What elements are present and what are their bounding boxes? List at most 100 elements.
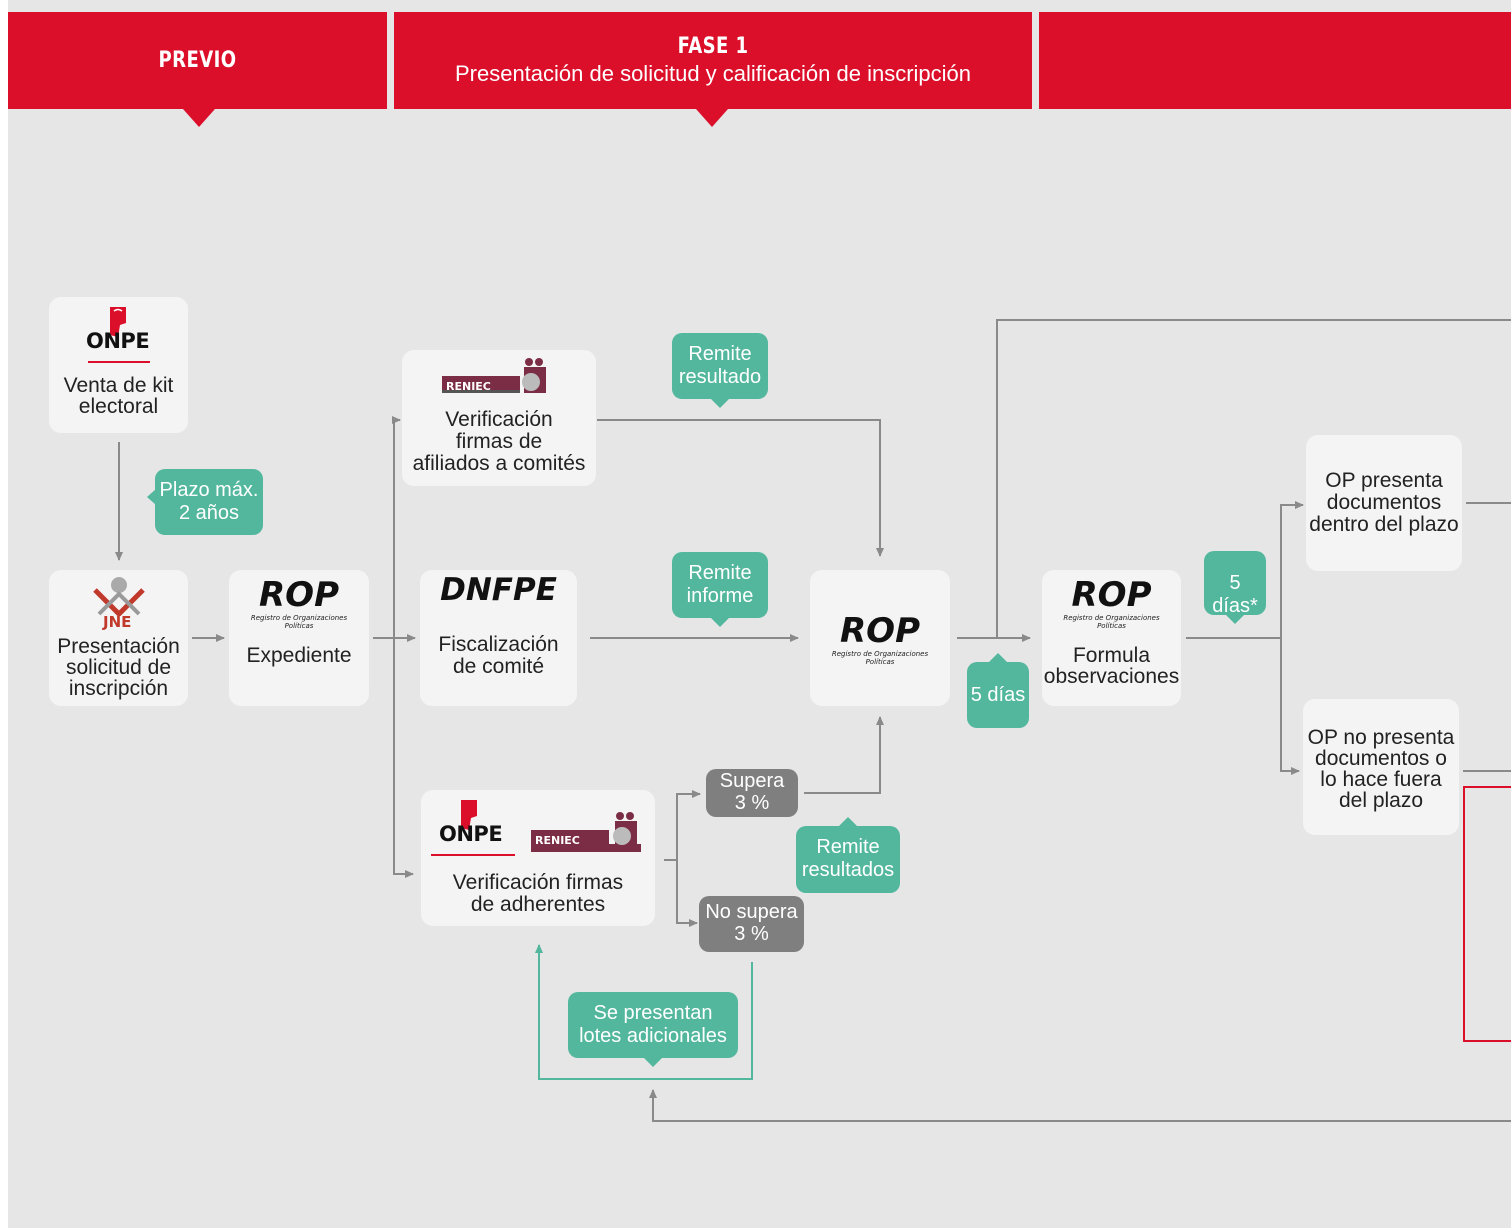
arrow-to-op-no-presenta — [1280, 638, 1300, 775]
node-presentacion-label-2: solicitud de — [65, 656, 172, 679]
bubble-remite-resultado: Remite resultado — [672, 333, 768, 399]
node-expediente: ROP Registro de Organizaciones Políticas… — [229, 570, 369, 706]
rop-logo-sub-1: Registro de Organizaciones — [831, 650, 929, 658]
bubble-no-supera: No supera 3 % — [699, 896, 804, 952]
node-fiscalizacion-label-1: Fiscalización — [438, 633, 559, 656]
bubble-5-dias-text: 5 días — [970, 684, 1026, 706]
node-op-no-presenta-label-4: del plazo — [1338, 789, 1424, 812]
node-verif-adherentes-label-2: de adherentes — [470, 893, 606, 916]
arrow-to-no-supera — [676, 860, 698, 927]
line-rop-top-loop — [996, 319, 1511, 638]
node-op-presenta-label-1: OP presenta — [1325, 469, 1443, 492]
red-outline-box — [1463, 786, 1511, 1042]
rop-logo: ROP Registro de Organizaciones Políticas — [810, 612, 950, 666]
rop-logo-sub-2: Políticas — [865, 658, 895, 666]
bubble-plazo-line-1: Plazo máx. — [159, 479, 259, 501]
header-previo: PREVIO — [8, 12, 387, 109]
bubble-lotes-adicionales: Se presentan lotes adicionales — [568, 992, 738, 1058]
rop-logo-sub-1: Registro de Organizaciones — [1063, 614, 1160, 622]
arrow-bottom-loop — [649, 1089, 1511, 1122]
node-op-no-presenta-label-1: OP no presenta — [1307, 726, 1455, 749]
bubble-remite-resultados-tail — [839, 817, 857, 826]
onpe-hand-icon — [88, 307, 150, 363]
bubble-plazo-tail — [147, 489, 156, 505]
bubble-lotes-line-1: Se presentan — [593, 1002, 713, 1024]
node-op-no-presenta: OP no presenta documentos o lo hace fuer… — [1303, 699, 1459, 835]
node-formula-label-2: observaciones — [1043, 665, 1180, 688]
bubble-remite-informe: Remite informe — [672, 552, 768, 618]
node-verif-afiliados-label-3: afiliados a comités — [412, 452, 586, 475]
onpe-logo-text: ONPE — [86, 329, 150, 353]
bubble-5-dias-asterisco: 5 días* — [1204, 551, 1266, 617]
node-verif-adherentes-label-1: Verificación firmas — [452, 871, 624, 894]
bubble-no-supera-line-2: 3 % — [734, 923, 769, 945]
reniec-logo-text: RENIEC — [535, 834, 580, 847]
bubble-supera-line-1: Supera — [719, 770, 785, 792]
node-presentacion-label-3: inscripción — [68, 677, 169, 700]
node-op-no-presenta-label-2: documentos o — [1315, 747, 1447, 770]
reniec-emblem-icon — [531, 812, 641, 852]
header-fase1-title: FASE 1 — [677, 34, 749, 59]
rop-logo-sub-1: Registro de Organizaciones — [250, 614, 348, 622]
node-presentacion-label-1: Presentación — [57, 635, 180, 658]
node-venta-kit-label-2: electoral — [78, 395, 159, 418]
header-fase1-pointer — [696, 109, 728, 127]
bubble-supera-line-2: 3 % — [734, 792, 770, 814]
reniec-logo: RENIEC — [442, 356, 554, 396]
node-formula-observaciones: ROP Registro de Organizaciones Políticas… — [1042, 570, 1181, 706]
bubble-plazo-line-2: 2 años — [178, 502, 240, 524]
bubble-remite-resultados: Remite resultados — [796, 826, 900, 893]
rop-logo-sub-2: Políticas — [284, 622, 314, 630]
rop-logo-sub-2: Políticas — [1097, 622, 1126, 630]
node-verif-afiliados: RENIEC Verificación firmas de afiliados … — [402, 350, 596, 486]
node-verif-adherentes: ONPE RENIEC Verificación firmas de adher… — [421, 790, 655, 926]
header-fase1-subtitle: Presentación de solicitud y calificación… — [454, 61, 972, 86]
rop-logo-text: ROP — [1071, 575, 1152, 615]
node-op-no-presenta-label-3: lo hace fuera — [1320, 768, 1442, 791]
reniec-emblem-icon — [442, 358, 546, 393]
bubble-no-supera-line-1: No supera — [705, 901, 798, 923]
bubble-remite-resultados-line-2: resultados — [801, 859, 895, 881]
reniec-logo: RENIEC — [531, 810, 643, 854]
bubble-5-dias-asterisco-text: 5 días* — [1212, 572, 1258, 617]
node-fiscalizacion: DNFPE Fiscalización de comité — [420, 570, 577, 706]
bubble-lotes-line-2: lotes adicionales — [579, 1025, 727, 1047]
reniec-logo-text: RENIEC — [446, 380, 491, 393]
arrow-to-supera — [676, 790, 701, 860]
arrow-to-op-presenta — [1280, 501, 1304, 638]
header-previo-pointer — [183, 109, 215, 127]
node-formula-label-1: Formula — [1072, 644, 1151, 667]
bubble-remite-resultado-tail — [711, 399, 729, 408]
bubble-plazo-max: Plazo máx. 2 años — [155, 469, 263, 535]
dnfpe-logo-text: DNFPE — [440, 572, 557, 608]
node-verif-afiliados-label-2: firmas de — [455, 430, 543, 453]
onpe-logo: ONPE — [427, 798, 519, 860]
node-rop-central: ROP Registro de Organizaciones Políticas — [810, 570, 950, 706]
bubble-remite-informe-line-1: Remite — [688, 562, 752, 584]
arrow-afiliados-to-rop — [597, 419, 884, 557]
header-previo-title: PREVIO — [158, 48, 237, 73]
bubble-5-dias: 5 días — [967, 662, 1029, 728]
rop-logo: ROP Registro de Organizaciones Políticas — [1042, 576, 1181, 630]
bubble-remite-informe-tail — [711, 618, 729, 627]
node-op-presenta-label-2: documentos — [1326, 491, 1442, 514]
arrow-lotes-loop — [535, 944, 753, 1080]
onpe-hand-icon — [431, 800, 515, 856]
node-venta-kit-label-1: Venta de kit — [63, 374, 174, 397]
onpe-logo-text: ONPE — [439, 822, 503, 846]
header-fase1: FASE 1 Presentación de solicitud y calif… — [394, 12, 1032, 109]
branch-to-afiliados — [392, 416, 401, 638]
jne-logo: JNE — [91, 576, 147, 632]
rop-logo-text: ROP — [258, 575, 339, 615]
node-op-presenta: OP presenta documentos dentro del plazo — [1306, 435, 1462, 571]
header-next-phase — [1039, 12, 1511, 109]
rop-logo-text: ROP — [839, 611, 920, 651]
bubble-supera: Supera 3 % — [706, 769, 798, 817]
rop-logo: ROP Registro de Organizaciones Políticas — [229, 576, 369, 630]
bubble-remite-informe-line-2: informe — [686, 585, 754, 607]
arrow-supera-to-rop — [804, 716, 884, 794]
onpe-logo: ONPE — [84, 303, 154, 365]
bubble-remite-resultado-line-2: resultado — [678, 366, 762, 388]
node-venta-kit: ONPE Venta de kit electoral — [49, 297, 188, 433]
